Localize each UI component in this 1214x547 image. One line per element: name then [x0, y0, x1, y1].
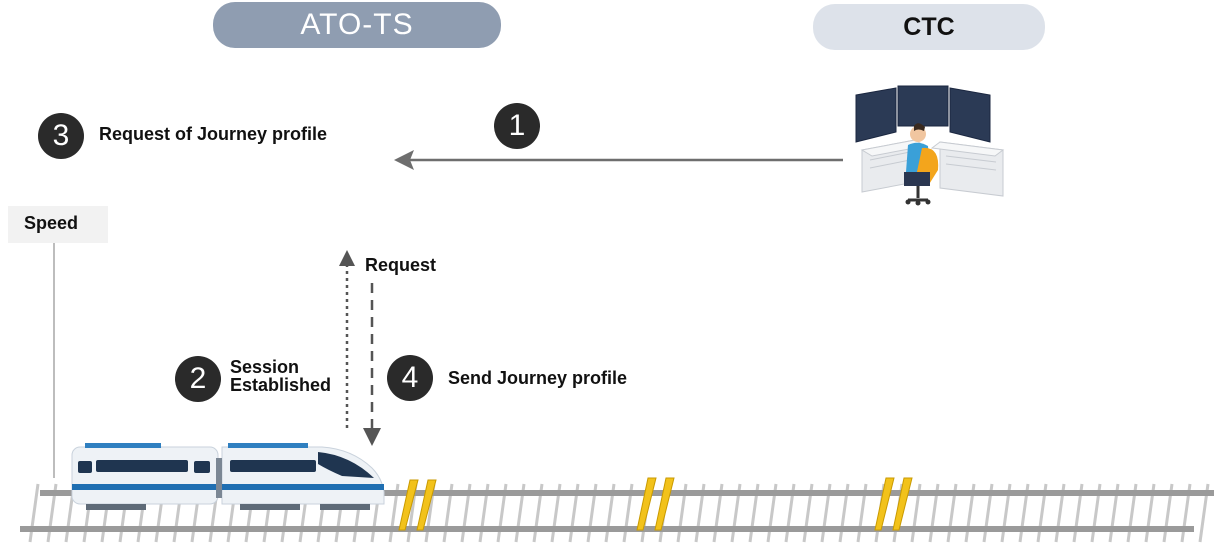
request-arrow-up	[339, 250, 355, 428]
request-label: Request	[365, 255, 437, 275]
ctc-header: CTC	[813, 4, 1045, 50]
step-2-label-line1: Session	[230, 357, 300, 377]
step-4-number: 4	[401, 361, 419, 394]
high-speed-train-icon	[71, 443, 385, 510]
step-2-label-line2: Established	[230, 375, 332, 395]
balise-icon	[874, 477, 913, 531]
rail-upper	[40, 490, 1214, 496]
rail-lower	[20, 526, 1194, 532]
ato-ts-header: ATO-TS	[213, 2, 501, 48]
speed-label-box	[8, 206, 108, 243]
step-1-number: 1	[508, 109, 526, 142]
step-2-number: 2	[189, 362, 207, 395]
speed-axis-line	[53, 243, 55, 478]
step-2-badge: 2	[175, 356, 221, 402]
speed-label: Speed	[24, 213, 79, 233]
step-4-badge: 4	[387, 355, 433, 401]
step-3-number: 3	[52, 119, 70, 152]
ctc-label: CTC	[903, 12, 955, 41]
step-3-label: Request of Journey profile	[99, 124, 328, 144]
step-3-badge: 3	[38, 113, 84, 159]
journey-profile-arrow-down	[363, 283, 381, 446]
ctc-to-ato-arrow	[394, 150, 843, 170]
ato-ts-label: ATO-TS	[300, 8, 414, 41]
balise-icon	[636, 477, 675, 531]
step-4-label: Send Journey profile	[448, 368, 628, 388]
ctc-operator-console-icon	[855, 85, 1005, 206]
step-1-badge: 1	[494, 103, 540, 149]
balise-icon	[398, 479, 437, 531]
